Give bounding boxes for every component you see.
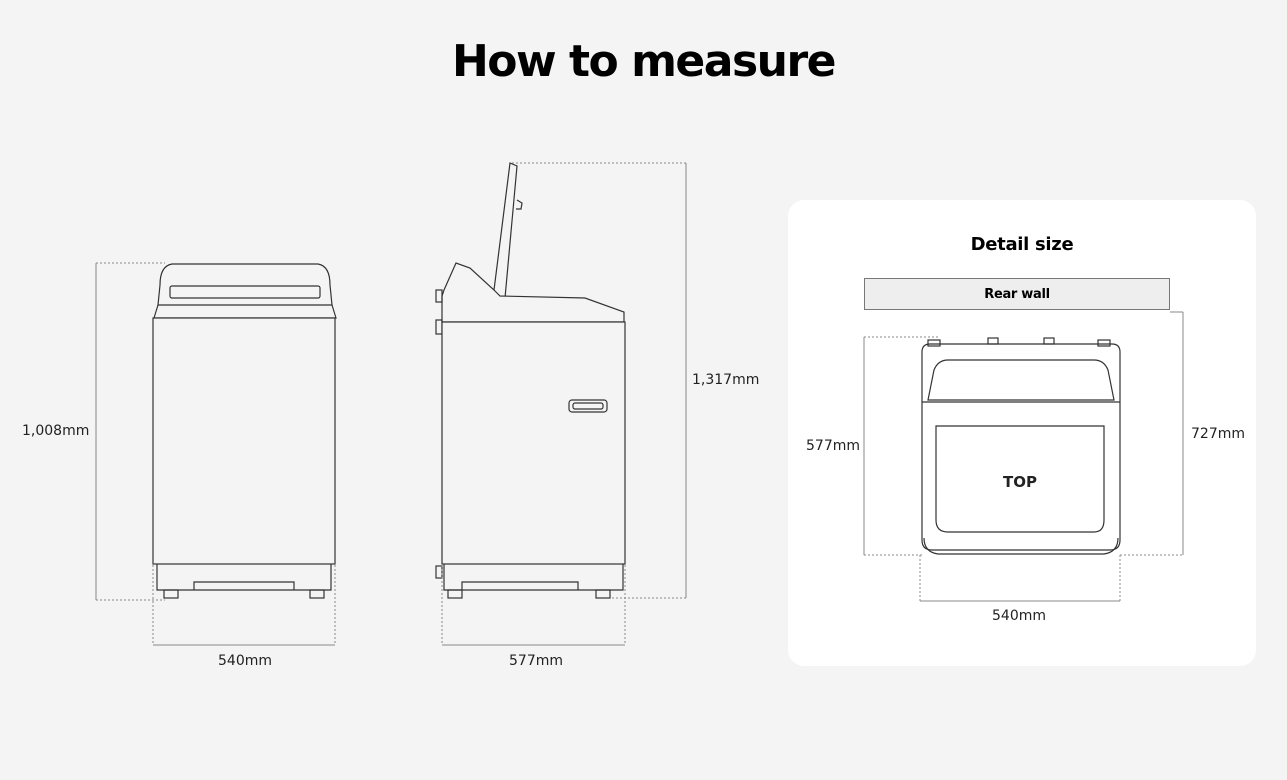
side-height-label: 1,317mm	[692, 372, 760, 388]
side-dimension-lines	[441, 162, 687, 646]
detail-depth-clearance-label: 727mm	[1191, 426, 1245, 442]
detail-depth-label: 577mm	[806, 438, 860, 454]
top-view-washer	[921, 337, 1121, 555]
side-depth-label: 577mm	[509, 653, 563, 669]
detail-width-label: 540mm	[992, 608, 1046, 624]
detail-size-title: Detail size	[970, 234, 1074, 255]
detail-dimension-lines	[863, 311, 1184, 602]
top-view-washer-drawing	[863, 311, 1184, 602]
front-height-label: 1,008mm	[22, 423, 90, 439]
page-title: How to measure	[451, 36, 837, 87]
rear-wall-bar: Rear wall	[864, 278, 1170, 310]
detail-size-card: Detail size Rear wall	[788, 200, 1256, 666]
top-label: TOP	[1003, 473, 1037, 491]
front-dimension-lines	[95, 262, 336, 646]
front-view-washer	[152, 263, 337, 599]
side-view-washer	[435, 162, 626, 599]
front-width-label: 540mm	[218, 653, 272, 669]
